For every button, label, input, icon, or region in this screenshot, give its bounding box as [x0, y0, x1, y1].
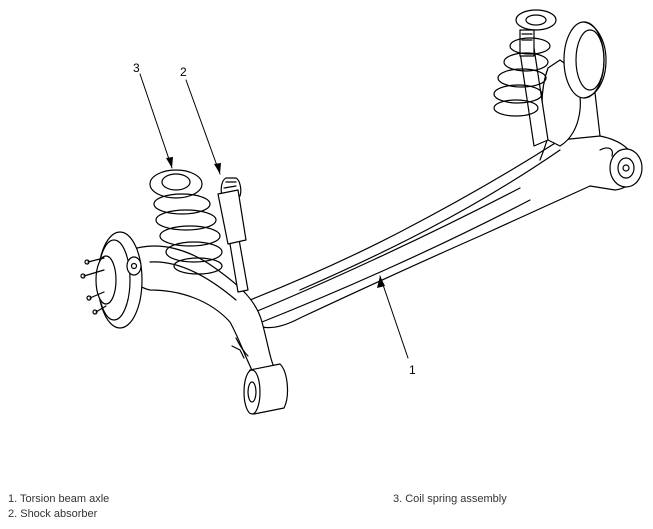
callout-arrowheads: [166, 157, 385, 288]
legend-item-shock-absorber: 2. Shock absorber: [8, 508, 98, 520]
left-wheel-hub: [80, 231, 143, 329]
left-bushing: [243, 363, 289, 415]
legend-item-torsion-beam-axle: 1. Torsion beam axle: [8, 493, 110, 505]
callout-leader-2: [185, 79, 221, 175]
right-shock-absorber: [519, 29, 549, 147]
callout-number-2: 2: [180, 65, 187, 79]
left-shock-absorber: [217, 177, 249, 293]
callout-leader-3: [139, 73, 173, 169]
callout-leaders: [139, 73, 409, 359]
callout-leader-1: [379, 275, 409, 359]
right-wheel-hub: [563, 21, 607, 99]
left-coil-spring: [149, 169, 223, 275]
right-bushing: [609, 148, 643, 188]
legend-item-coil-spring-assembly: 3. Coil spring assembly: [393, 493, 507, 505]
rear-suspension-diagram: 1 2 3: [80, 9, 643, 415]
left-trailing-arm: [129, 245, 277, 379]
right-coil-spring: [493, 9, 557, 117]
callout-number-1: 1: [409, 363, 416, 377]
callout-number-3: 3: [133, 61, 140, 75]
